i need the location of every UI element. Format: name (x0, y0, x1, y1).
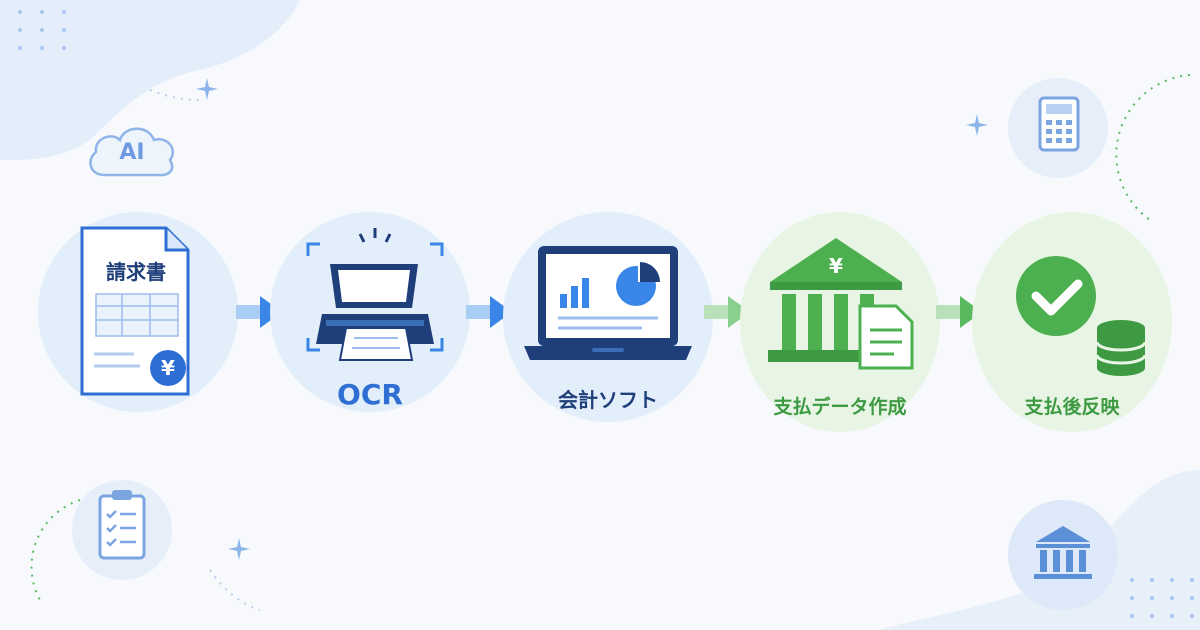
sparkle-icon (228, 538, 250, 560)
document-icon (80, 226, 190, 396)
laptop-icon (524, 246, 692, 360)
arrow-right-icon (936, 296, 982, 328)
bank-icon (768, 238, 914, 370)
sparkle-icon (196, 78, 218, 100)
clipboard-icon (98, 490, 146, 560)
check-icon (1016, 256, 1096, 336)
payment-yen-symbol: ¥ (829, 254, 843, 278)
clipboard-deco (72, 480, 172, 580)
bank-deco (1008, 500, 1118, 610)
ocr-label: OCR (337, 378, 403, 411)
payment-label: 支払データ作成 (773, 396, 907, 418)
invoice-yen-symbol: ¥ (161, 356, 175, 380)
bank-icon (1034, 526, 1092, 579)
scanner-icon (306, 228, 444, 361)
calculator-icon (1038, 96, 1080, 152)
arrow-right-icon (704, 296, 750, 328)
accounting-label: 会計ソフト (558, 388, 658, 412)
calculator-deco (1008, 78, 1108, 178)
reflect-label: 支払後反映 (1024, 396, 1120, 418)
cloud-badge-text: AI (119, 140, 145, 165)
arrow-right-icon (466, 296, 512, 328)
invoice-doc-title: 請求書 (106, 260, 166, 284)
cloud-icon: AI (84, 120, 180, 180)
sparkle-icon (966, 114, 988, 136)
database-icon (1095, 320, 1147, 376)
